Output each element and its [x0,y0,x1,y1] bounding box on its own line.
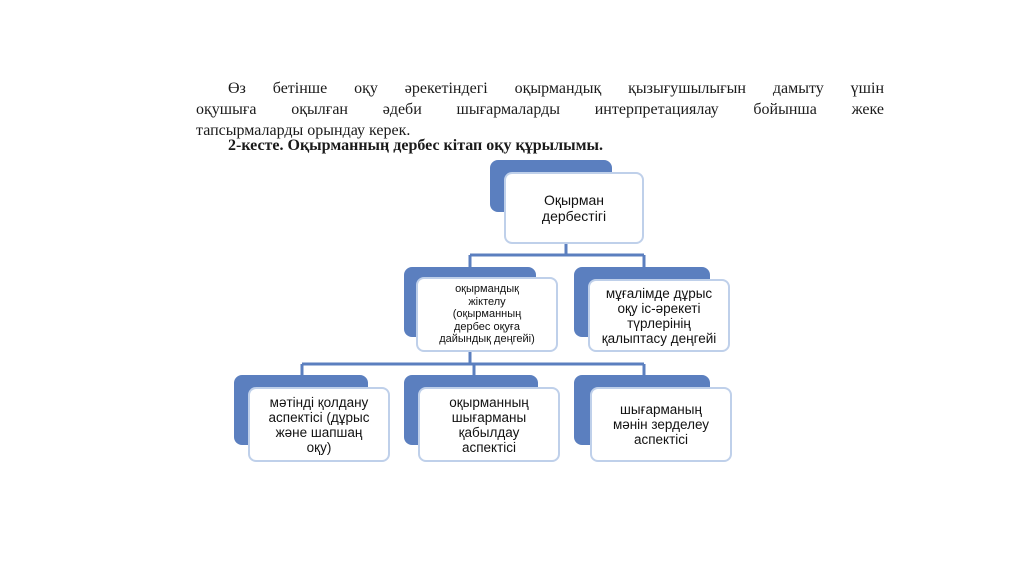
node-level3-middle-box: оқырманның шығарманы қабылдау аспектісі [418,387,560,462]
node-level2-left-box: оқырмандық жіктелу (оқырманның дербес оқ… [416,277,558,352]
node-level2-left: оқырмандық жіктелу (оқырманның дербес оқ… [404,267,558,352]
node-root-box: Оқырман дербестігі [504,172,644,244]
paragraph-line-1: Өз бетінше оқу әрекетіндегі оқырмандық қ… [228,80,884,97]
paragraph-line-3: тапсырмаларды орындау керек. [196,122,411,139]
node-level3-middle-label: оқырманның шығарманы қабылдау аспектісі [449,394,529,455]
node-level3-left: мәтінді қолдану аспектісі (дұрыс және ша… [234,375,390,462]
node-root-label: Оқырман дербестігі [541,192,607,224]
node-level2-right-label: мұғалімде дұрыс оқу іс-әрекеті түрлеріні… [601,285,717,346]
node-level3-left-label: мәтінді қолдану аспектісі (дұрыс және ша… [268,394,370,455]
node-level3-right-box: шығарманың мәнін зерделеу аспектісі [590,387,732,462]
node-level2-right: мұғалімде дұрыс оқу іс-әрекеті түрлеріні… [574,267,730,352]
node-level3-right: шығарманың мәнін зерделеу аспектісі [574,375,732,462]
table-caption: 2-кесте. Оқырманның дербес кітап оқу құр… [228,137,603,154]
node-level3-left-box: мәтінді қолдану аспектісі (дұрыс және ша… [248,387,390,462]
node-level2-right-box: мұғалімде дұрыс оқу іс-әрекеті түрлеріні… [588,279,730,352]
node-level2-left-label: оқырмандық жіктелу (оқырманның дербес оқ… [439,283,535,346]
paragraph-line-2: оқушыға оқылған әдеби шығармаларды интер… [196,101,884,118]
node-level3-middle: оқырманның шығарманы қабылдау аспектісі [404,375,560,462]
node-level3-right-label: шығарманың мәнін зерделеу аспектісі [612,402,710,447]
node-root: Оқырман дербестігі [490,160,644,246]
intro-paragraph: Өз бетінше оқу әрекетіндегі оқырмандық қ… [196,78,884,141]
